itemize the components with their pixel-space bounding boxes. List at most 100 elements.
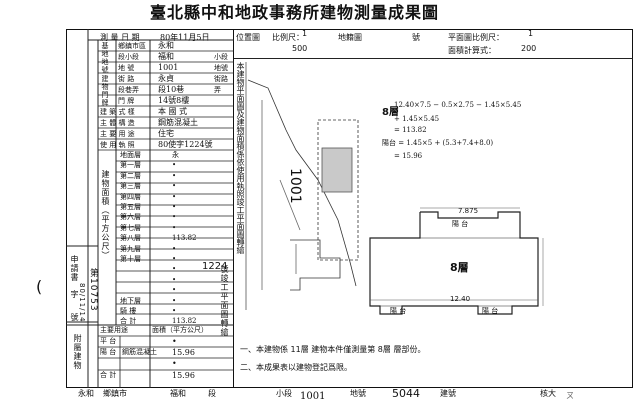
word-label: 字 bbox=[70, 290, 79, 299]
scale-label: 比例尺： bbox=[272, 33, 304, 42]
floor-area-value: • bbox=[172, 286, 177, 295]
page-title: 臺北縣中和地政事務所建物測量成果圖 bbox=[150, 3, 440, 22]
number-label: 號 bbox=[70, 313, 79, 322]
attached-label: 陽 台 bbox=[100, 348, 117, 356]
row-label: 鄉鎮市區 bbox=[118, 42, 146, 50]
row-label: 主 體 構 造 bbox=[100, 119, 135, 127]
note-1: 一、本建物係 11層 建物本件僅測量第 8層 層部份。 bbox=[240, 345, 426, 354]
row-value: 1001 bbox=[158, 63, 179, 72]
footer-checker-label: 核大 bbox=[540, 389, 556, 398]
row-label: 門 牌 bbox=[118, 97, 135, 105]
header-divider bbox=[234, 58, 633, 59]
attached-building-label: 附屬建物 bbox=[73, 334, 82, 370]
plan-floor-label: 8層 bbox=[450, 261, 469, 274]
row-value: 段10巷 bbox=[158, 85, 185, 94]
row-value: 永和 bbox=[158, 41, 174, 50]
formula-line-3: = 113.82 bbox=[394, 126, 427, 134]
floor-label: 第五層 bbox=[120, 203, 141, 211]
footer-land-number: 1001 bbox=[300, 391, 326, 402]
plan-scale-top: 1 bbox=[528, 29, 534, 38]
row-label: 街 路 bbox=[118, 75, 135, 83]
dimension-top: 7.875 bbox=[458, 207, 479, 215]
floor-label: 第一層 bbox=[120, 161, 141, 170]
formula-line-4: 陽台 = 1.45×5 + (5.3+7.4+8.0) bbox=[382, 139, 494, 147]
floor-area-value: • bbox=[172, 161, 177, 170]
formula-line-2: + 1.45×5.45 bbox=[394, 115, 440, 123]
cadastral-map-label: 地籍圖 bbox=[338, 33, 362, 42]
attached-label: 合 計 bbox=[100, 371, 117, 379]
floor-area-value: • bbox=[172, 223, 177, 232]
floor-label: 第六層 bbox=[120, 213, 141, 222]
attached-area-value: • bbox=[172, 337, 177, 346]
row-label: 建 築 式 樣 bbox=[100, 108, 135, 116]
floor-area-value: • bbox=[172, 265, 177, 274]
row-value: 永貞 bbox=[158, 74, 174, 83]
plan-scale-bottom: 200 bbox=[521, 44, 537, 53]
floor-area-value: 永 bbox=[172, 151, 179, 159]
left-mark: ( bbox=[36, 277, 43, 296]
footer-building-label: 建號 bbox=[440, 389, 456, 398]
row-label: 段小段 bbox=[118, 53, 139, 61]
floor-area-value: • bbox=[172, 203, 177, 211]
attached-area-value: • bbox=[172, 359, 177, 368]
floor-area-value: • bbox=[172, 275, 177, 284]
row-label: 段巷弄 bbox=[118, 86, 139, 94]
building-number-label: 建物門牌 bbox=[101, 75, 109, 107]
row-value: 本 國 式 bbox=[158, 107, 188, 116]
floor-label: 第十層 bbox=[120, 255, 141, 263]
footer-land-label: 地號 bbox=[350, 389, 366, 398]
row-value: 80使字1224號 bbox=[158, 140, 213, 149]
row-value: 住宅 bbox=[158, 129, 174, 138]
footer-signature: ㄡ bbox=[566, 391, 574, 400]
location-map-label: 位置圖 bbox=[236, 33, 260, 42]
footer-building-number: 5044 bbox=[392, 387, 420, 400]
floor-label: 8層 bbox=[382, 107, 399, 118]
floor-label: 地下層 bbox=[120, 296, 141, 305]
note-2: 二、本成果表以建物登記爲限。 bbox=[240, 363, 352, 372]
floor-label: 第四層 bbox=[120, 192, 141, 201]
applicant-code: 第10753 bbox=[88, 268, 98, 312]
floor-area-value: • bbox=[172, 213, 177, 222]
document-frame bbox=[66, 29, 633, 388]
footer-section-label: 段 bbox=[208, 389, 216, 398]
floor-area-value: • bbox=[172, 192, 177, 201]
balcony-bottom-right: 陽 台 bbox=[482, 307, 499, 315]
scale-top: 1 bbox=[302, 29, 308, 38]
floor-label: 第七層 bbox=[120, 223, 141, 232]
row-value: 14號8樓 bbox=[158, 96, 190, 105]
applicant-date: 80/11/14 bbox=[78, 283, 86, 323]
floor-area-value: • bbox=[172, 307, 177, 315]
floor-area-value: • bbox=[172, 171, 177, 180]
applicant-label: 申請書 bbox=[70, 255, 79, 282]
floor-area-value: 113.82 bbox=[172, 234, 197, 243]
attached-use-header: 主要用途 bbox=[100, 326, 128, 334]
row-label: 地 號 bbox=[118, 64, 135, 72]
floor-area-value: • bbox=[172, 296, 177, 305]
row-suffix: 弄 bbox=[214, 86, 221, 94]
dimension-bottom: 12.40 bbox=[450, 295, 471, 303]
scale-bottom: 500 bbox=[292, 44, 308, 53]
left-table bbox=[66, 29, 234, 388]
license-number: 1224 bbox=[202, 261, 228, 272]
floor-label: 第二層 bbox=[120, 171, 141, 180]
floor-area-value: • bbox=[172, 255, 177, 263]
attached-area-value: 15.96 bbox=[172, 348, 195, 357]
row-label: 主 要 用 途 bbox=[100, 130, 135, 138]
map-number-label: 號 bbox=[412, 33, 420, 42]
floor-label: 地面層 bbox=[120, 151, 141, 159]
plan-note-vertical: 本建物平面圖及建物面積係依使用執照竣工平面圖轉繪 bbox=[236, 62, 245, 254]
building-area-label: 建物面積（平方公尺） bbox=[101, 170, 110, 260]
attached-area-header: 面積（平方公尺） bbox=[152, 326, 208, 334]
footer-section: 福和 bbox=[170, 389, 186, 398]
formula-line-5: = 15.96 bbox=[394, 152, 423, 160]
row-suffix: 小段 bbox=[214, 53, 228, 61]
footer-district: 永和 bbox=[78, 389, 94, 398]
attached-use: 鋼筋混凝土 bbox=[122, 348, 157, 356]
survey-date-value: 80年11月5日 bbox=[160, 33, 210, 42]
footer-district-label: 鄉鎮市 bbox=[103, 389, 127, 398]
floor-label: 第九層 bbox=[120, 244, 141, 253]
site-boundary bbox=[247, 79, 357, 287]
area-calc-label: 面積計算式： bbox=[448, 46, 496, 55]
